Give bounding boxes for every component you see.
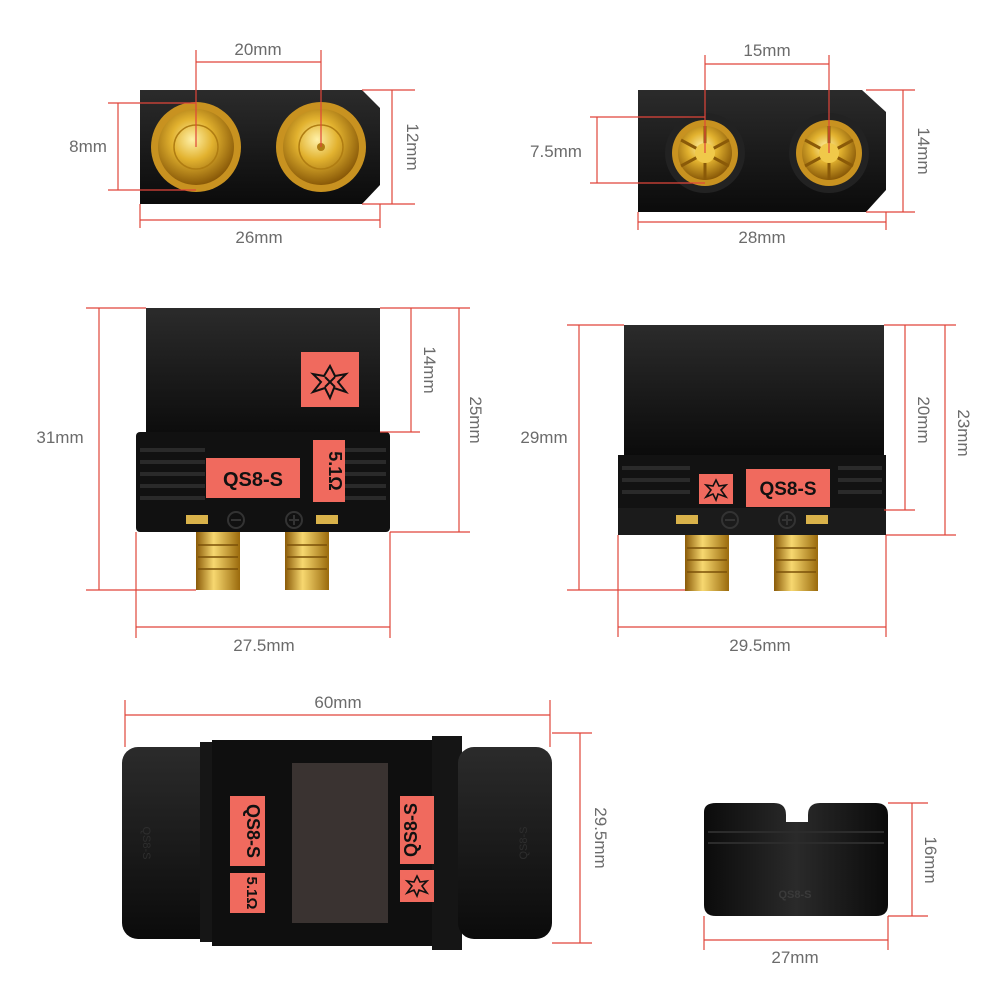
resistor-text: 5.1Ω: [325, 451, 345, 490]
model-text-right: QS8-S: [401, 803, 421, 857]
side-mark-left: QS8-S: [140, 826, 152, 859]
body-height-dimension: 23mm: [954, 409, 973, 456]
width-dimension: 28mm: [738, 228, 785, 247]
height-dimension: 16mm: [921, 836, 940, 883]
pin-diameter-dimension: 8mm: [69, 137, 107, 156]
width-dimension: 27.5mm: [233, 636, 294, 655]
width-dimension: 27mm: [771, 948, 818, 967]
model-label: [746, 469, 830, 507]
total-height-dimension: 31mm: [36, 428, 83, 447]
resistor-text: 5.1Ω: [243, 877, 260, 910]
plus-polarity-icon: [778, 511, 796, 529]
model-label: [206, 458, 300, 498]
minus-polarity-icon: [227, 511, 245, 529]
width-dimension: 29.5mm: [729, 636, 790, 655]
model-label: [230, 796, 265, 866]
height-dimension: 29.5mm: [591, 807, 610, 868]
height-dimension: 12mm: [403, 123, 422, 170]
female-side-view: QS8-S 5.1Ω 31mm 14mm 25: [36, 307, 485, 655]
width-dimension: 26mm: [235, 228, 282, 247]
upper-height-dimension: 14mm: [420, 346, 439, 393]
model-label-right: [400, 796, 434, 864]
plus-polarity-icon: [285, 511, 303, 529]
mated-pair-view: QS8-S 5.1Ω QS8-S QS8-S QS8-S 60mm 29.5mm: [122, 693, 610, 950]
spark-warning-icon: [310, 363, 349, 401]
spark-warning-icon: [703, 478, 729, 503]
model-text: QS8-S: [759, 479, 816, 500]
spark-warning-icon: [404, 874, 430, 899]
model-text: QS8-S: [223, 469, 283, 491]
length-dimension: 60mm: [314, 693, 361, 712]
pitch-dimension: 20mm: [234, 40, 281, 59]
total-height-dimension: 29mm: [520, 428, 567, 447]
model-text: QS8-S: [243, 804, 263, 858]
minus-polarity-icon: [721, 511, 739, 529]
pitch-dimension: 15mm: [743, 41, 790, 60]
resistor-label: [230, 873, 265, 913]
height-dimension: 14mm: [914, 127, 933, 174]
side-mark-right: QS8-S: [518, 826, 530, 859]
cap-view: QS8-S 16mm 27mm: [703, 802, 940, 967]
female-face-view: 20mm 8mm 12mm 26mm: [69, 40, 422, 247]
male-face-view: 15mm 7.5mm 14mm 28mm: [530, 41, 933, 247]
cap-model-mark: QS8-S: [778, 889, 811, 901]
male-side-view: QS8-S 29mm 20mm 23mm 29.5mm: [520, 324, 973, 655]
pin-diameter-dimension: 7.5mm: [530, 142, 582, 161]
upper-height-dimension: 20mm: [914, 396, 933, 443]
resistor-label: [313, 440, 345, 502]
body-height-dimension: 25mm: [466, 396, 485, 443]
